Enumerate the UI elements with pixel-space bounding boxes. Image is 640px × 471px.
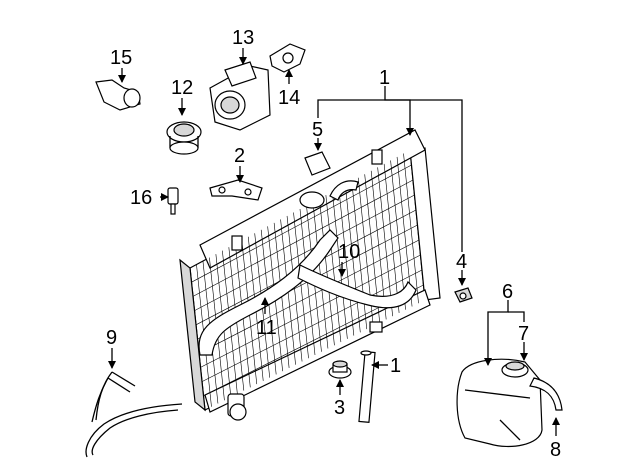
radiator-tube (191, 164, 412, 283)
callout-15: 15 (110, 47, 132, 69)
callout-11: 11 (256, 317, 277, 339)
callout-labels: 1 1 2 3 4 5 6 7 8 9 10 11 12 13 14 15 16 (106, 27, 561, 461)
radiator-bracket (209, 179, 263, 201)
reservoir-cap (501, 361, 529, 378)
callout-1-top: 1 (379, 67, 390, 89)
callout-16: 16 (130, 187, 152, 209)
leader-lines (108, 48, 560, 436)
callout-10: 10 (338, 241, 360, 263)
radiator-tube (194, 194, 415, 311)
radiator-tube (192, 179, 414, 297)
radiator-filler-neck (299, 191, 325, 209)
coolant-reservoir (456, 358, 543, 447)
upper-radiator-hose (297, 264, 417, 309)
hose-clip (454, 287, 473, 303)
callout-9: 9 (106, 327, 117, 349)
drain-plug (328, 360, 352, 379)
air-bleeder (167, 187, 179, 215)
lower-radiator-hose (198, 229, 339, 356)
housing-gasket (269, 43, 306, 73)
callout-6: 6 (502, 281, 513, 303)
callout-3: 3 (334, 397, 345, 419)
thermostat-housing (209, 61, 271, 131)
callout-5: 5 (312, 119, 323, 141)
radiator-tube (201, 269, 423, 382)
callout-12: 12 (171, 77, 193, 99)
callout-14: 14 (278, 87, 300, 109)
callout-4: 4 (456, 251, 467, 273)
radiator-tube (200, 254, 421, 368)
overflow-tube (91, 409, 179, 456)
overflow-hose-upper (329, 180, 359, 201)
coolant-pipe (358, 350, 376, 423)
reservoir-hose (529, 377, 563, 411)
filler-cap-seal (304, 151, 331, 176)
callout-1-bottom: 1 (390, 355, 401, 377)
callout-2: 2 (234, 145, 245, 167)
callout-8: 8 (550, 439, 561, 461)
thermostat (166, 121, 202, 155)
radiator-tube (198, 239, 420, 354)
water-outlet (95, 79, 141, 111)
callout-13: 13 (232, 27, 254, 49)
callout-7: 7 (518, 323, 529, 345)
